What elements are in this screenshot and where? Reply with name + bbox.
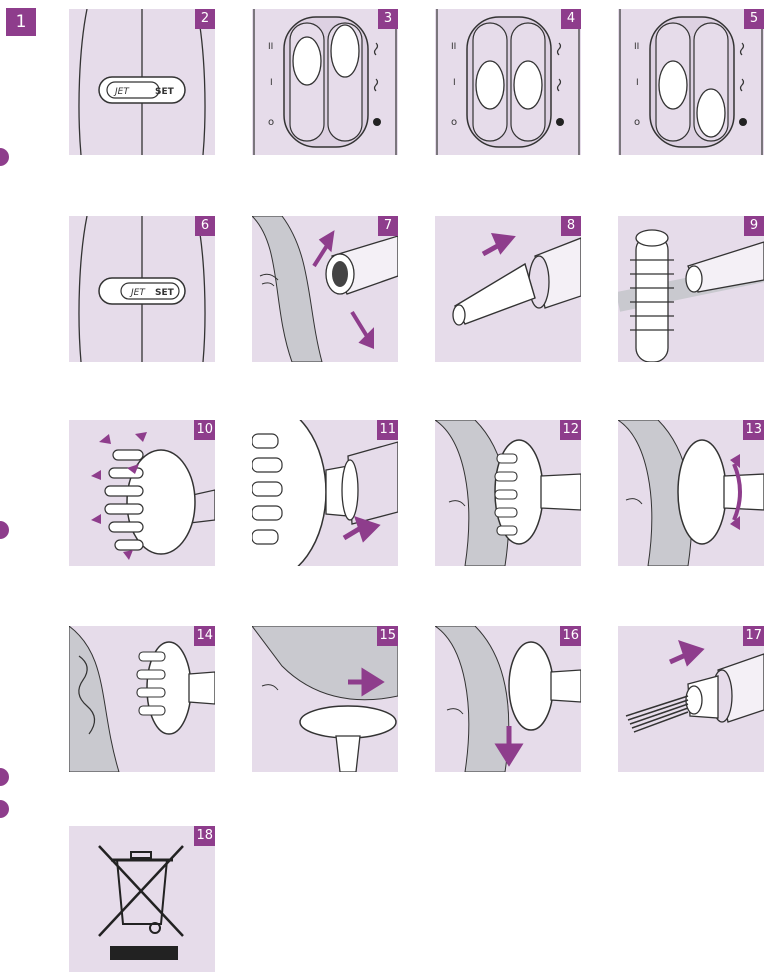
set-label: SET [155, 87, 175, 97]
speed-high-mark: II [268, 42, 273, 52]
figure-panel-16: 16 [435, 626, 581, 772]
figure-number: 10 [194, 420, 215, 440]
figure-number: 14 [194, 626, 215, 646]
figure-number: 6 [195, 216, 215, 236]
margin-bullet-4 [0, 800, 9, 818]
figure-panel-14: 14 [69, 626, 215, 772]
diffuser-downward-illustration [435, 626, 581, 772]
speed-off-mark: o [451, 117, 457, 128]
figure-panel-15: 15 [252, 626, 398, 772]
speed-switch-illustration: II I o [435, 9, 581, 155]
figure-panel-9: 9 [618, 216, 764, 362]
figure-panel-13: 13 [618, 420, 764, 566]
figure-number: 11 [377, 420, 398, 440]
figure-number: 16 [560, 626, 581, 646]
figure-number: 12 [560, 420, 581, 440]
figure-number: 7 [378, 216, 398, 236]
figure-panel-11: 11 [252, 420, 398, 566]
figure-number: 5 [744, 9, 764, 29]
concentrator-nozzle-illustration [435, 216, 581, 362]
figure-number: 18 [194, 826, 215, 846]
margin-bullet-1 [0, 148, 9, 166]
figure-panel-10: 10 [69, 420, 215, 566]
figure-panel-4: II I o 4 [435, 9, 581, 155]
figure-number: 8 [561, 216, 581, 236]
page-number-badge: 1 [6, 8, 36, 36]
diffuser-under-hair-illustration [252, 626, 398, 772]
figure-panel-3: II I o 3 [252, 9, 398, 155]
jet-label: JET [113, 87, 130, 97]
diffuser-fingers-illustration [69, 420, 215, 566]
jet-label: JET [129, 288, 146, 298]
speed-switch-illustration: II I o [618, 9, 764, 155]
speed-low-mark: I [453, 78, 456, 88]
wheelie-bin-crossed-icon [69, 826, 215, 972]
figure-panel-8: 8 [435, 216, 581, 362]
figure-panel-5: II I o 5 [618, 9, 764, 155]
figure-panel-18: 18 [69, 826, 215, 972]
attach-diffuser-illustration [252, 420, 398, 566]
jet-set-button-illustration: JET SET [69, 9, 215, 155]
speed-off-mark: o [634, 117, 640, 128]
speed-low-mark: I [636, 78, 639, 88]
speed-off-mark: o [268, 117, 274, 128]
figure-number: 13 [743, 420, 764, 440]
margin-bullet-2 [0, 521, 9, 539]
volume-brush-illustration [618, 216, 764, 362]
figure-number: 9 [744, 216, 764, 236]
figure-number: 2 [195, 9, 215, 29]
figure-panel-7: 7 [252, 216, 398, 362]
figure-number: 3 [378, 9, 398, 29]
margin-bullet-3 [0, 768, 9, 786]
speed-low-mark: I [270, 78, 273, 88]
diffuser-roots-illustration [435, 420, 581, 566]
figure-panel-6: JET SET 6 [69, 216, 215, 362]
figure-number: 17 [743, 626, 764, 646]
dryer-hair-illustration [252, 216, 398, 362]
speed-switch-illustration: II I o [252, 9, 398, 155]
figure-number: 15 [377, 626, 398, 646]
comb-nozzle-illustration [618, 626, 764, 772]
figure-number: 4 [561, 9, 581, 29]
speed-high-mark: II [634, 42, 639, 52]
figure-panel-17: 17 [618, 626, 764, 772]
figure-panel-12: 12 [435, 420, 581, 566]
speed-high-mark: II [451, 42, 456, 52]
figure-panel-2: JET SET 2 [69, 9, 215, 155]
set-label: SET [155, 288, 175, 298]
jet-set-button-pressed-illustration: JET SET [69, 216, 215, 362]
diffuser-up-down-illustration [618, 420, 764, 566]
diffuser-curls-illustration [69, 626, 215, 772]
